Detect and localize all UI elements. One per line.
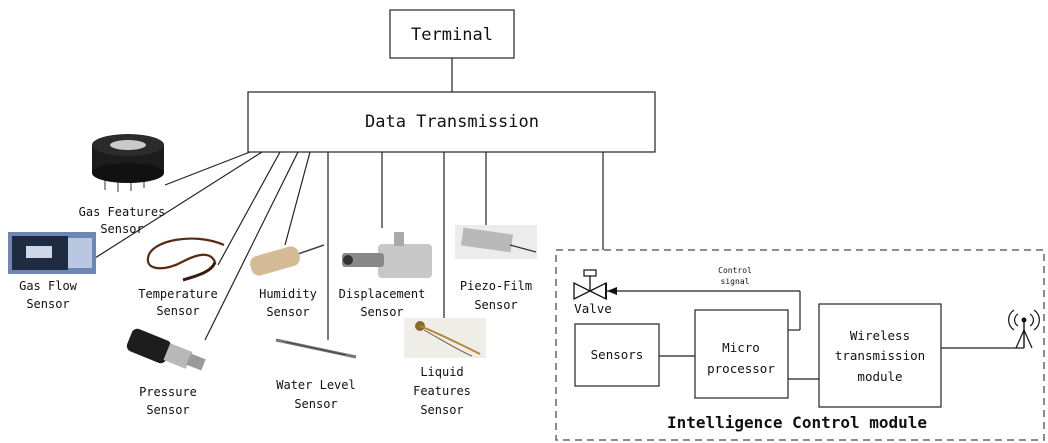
microprocessor-box: Micro processor (694, 309, 789, 399)
wireless-label-3: module (857, 369, 902, 384)
liquid-features-label-1: Liquid (420, 365, 463, 379)
pressure-label-1: Pressure (139, 385, 197, 399)
water-level-label-1: Water Level (276, 378, 355, 392)
wireless-module-box: Wireless transmission module (818, 303, 942, 408)
control-signal-label-2: signal (721, 277, 750, 286)
pressure-label-2: Sensor (146, 403, 189, 417)
liquid-sensor-icon (404, 318, 486, 358)
valve-label: Valve (574, 301, 612, 316)
temperature-label-2: Sensor (156, 304, 199, 318)
data-transmission-label: Data Transmission (365, 112, 539, 132)
liquid-features-label-2: Features (413, 384, 471, 398)
gas-features-label-1: Gas Features (79, 205, 166, 219)
wireless-label-2: transmission (835, 348, 925, 363)
antenna-icon (1008, 309, 1040, 349)
displacement-label-2: Sensor (360, 305, 403, 319)
gas-sensor-icon (92, 134, 164, 192)
terminal-label: Terminal (411, 25, 493, 45)
liquid-features-label-3: Sensor (420, 403, 463, 417)
humidity-label-2: Sensor (266, 305, 309, 319)
displacement-sensor-icon (342, 232, 432, 278)
sensor-links (94, 151, 604, 341)
sensors-box: Sensors (574, 323, 660, 387)
data-transmission-node: Data Transmission (247, 91, 656, 153)
gas-flow-label-1: Gas Flow (19, 279, 78, 293)
control-module-container (555, 249, 1045, 441)
control-signal-label-1: Control (718, 266, 752, 275)
humidity-sensor-icon (250, 244, 325, 276)
sensors-box-label: Sensors (591, 347, 644, 362)
water-level-probe-icon (275, 338, 357, 359)
terminal-node: Terminal (389, 9, 515, 59)
pressure-sensor-icon (126, 328, 206, 371)
microprocessor-label-1: Micro (722, 340, 760, 355)
wireless-label-1: Wireless (850, 328, 910, 343)
displacement-label-1: Displacement (339, 287, 426, 301)
valve-icon (573, 269, 607, 301)
microprocessor-label-2: processor (707, 361, 775, 376)
piezo-film-icon (455, 225, 537, 259)
water-level-label-2: Sensor (294, 397, 337, 411)
temperature-probe-icon (146, 237, 225, 282)
gas-flow-sensor-icon (8, 232, 96, 274)
piezo-film-label-1: Piezo-Film (460, 279, 532, 293)
temperature-label-1: Temperature (138, 287, 217, 301)
gas-flow-label-2: Sensor (26, 297, 69, 311)
humidity-label-1: Humidity (259, 287, 317, 301)
gas-features-label-2: Sensor (100, 222, 143, 236)
piezo-film-label-2: Sensor (474, 298, 517, 312)
control-module-title: Intelligence Control module (667, 413, 927, 432)
